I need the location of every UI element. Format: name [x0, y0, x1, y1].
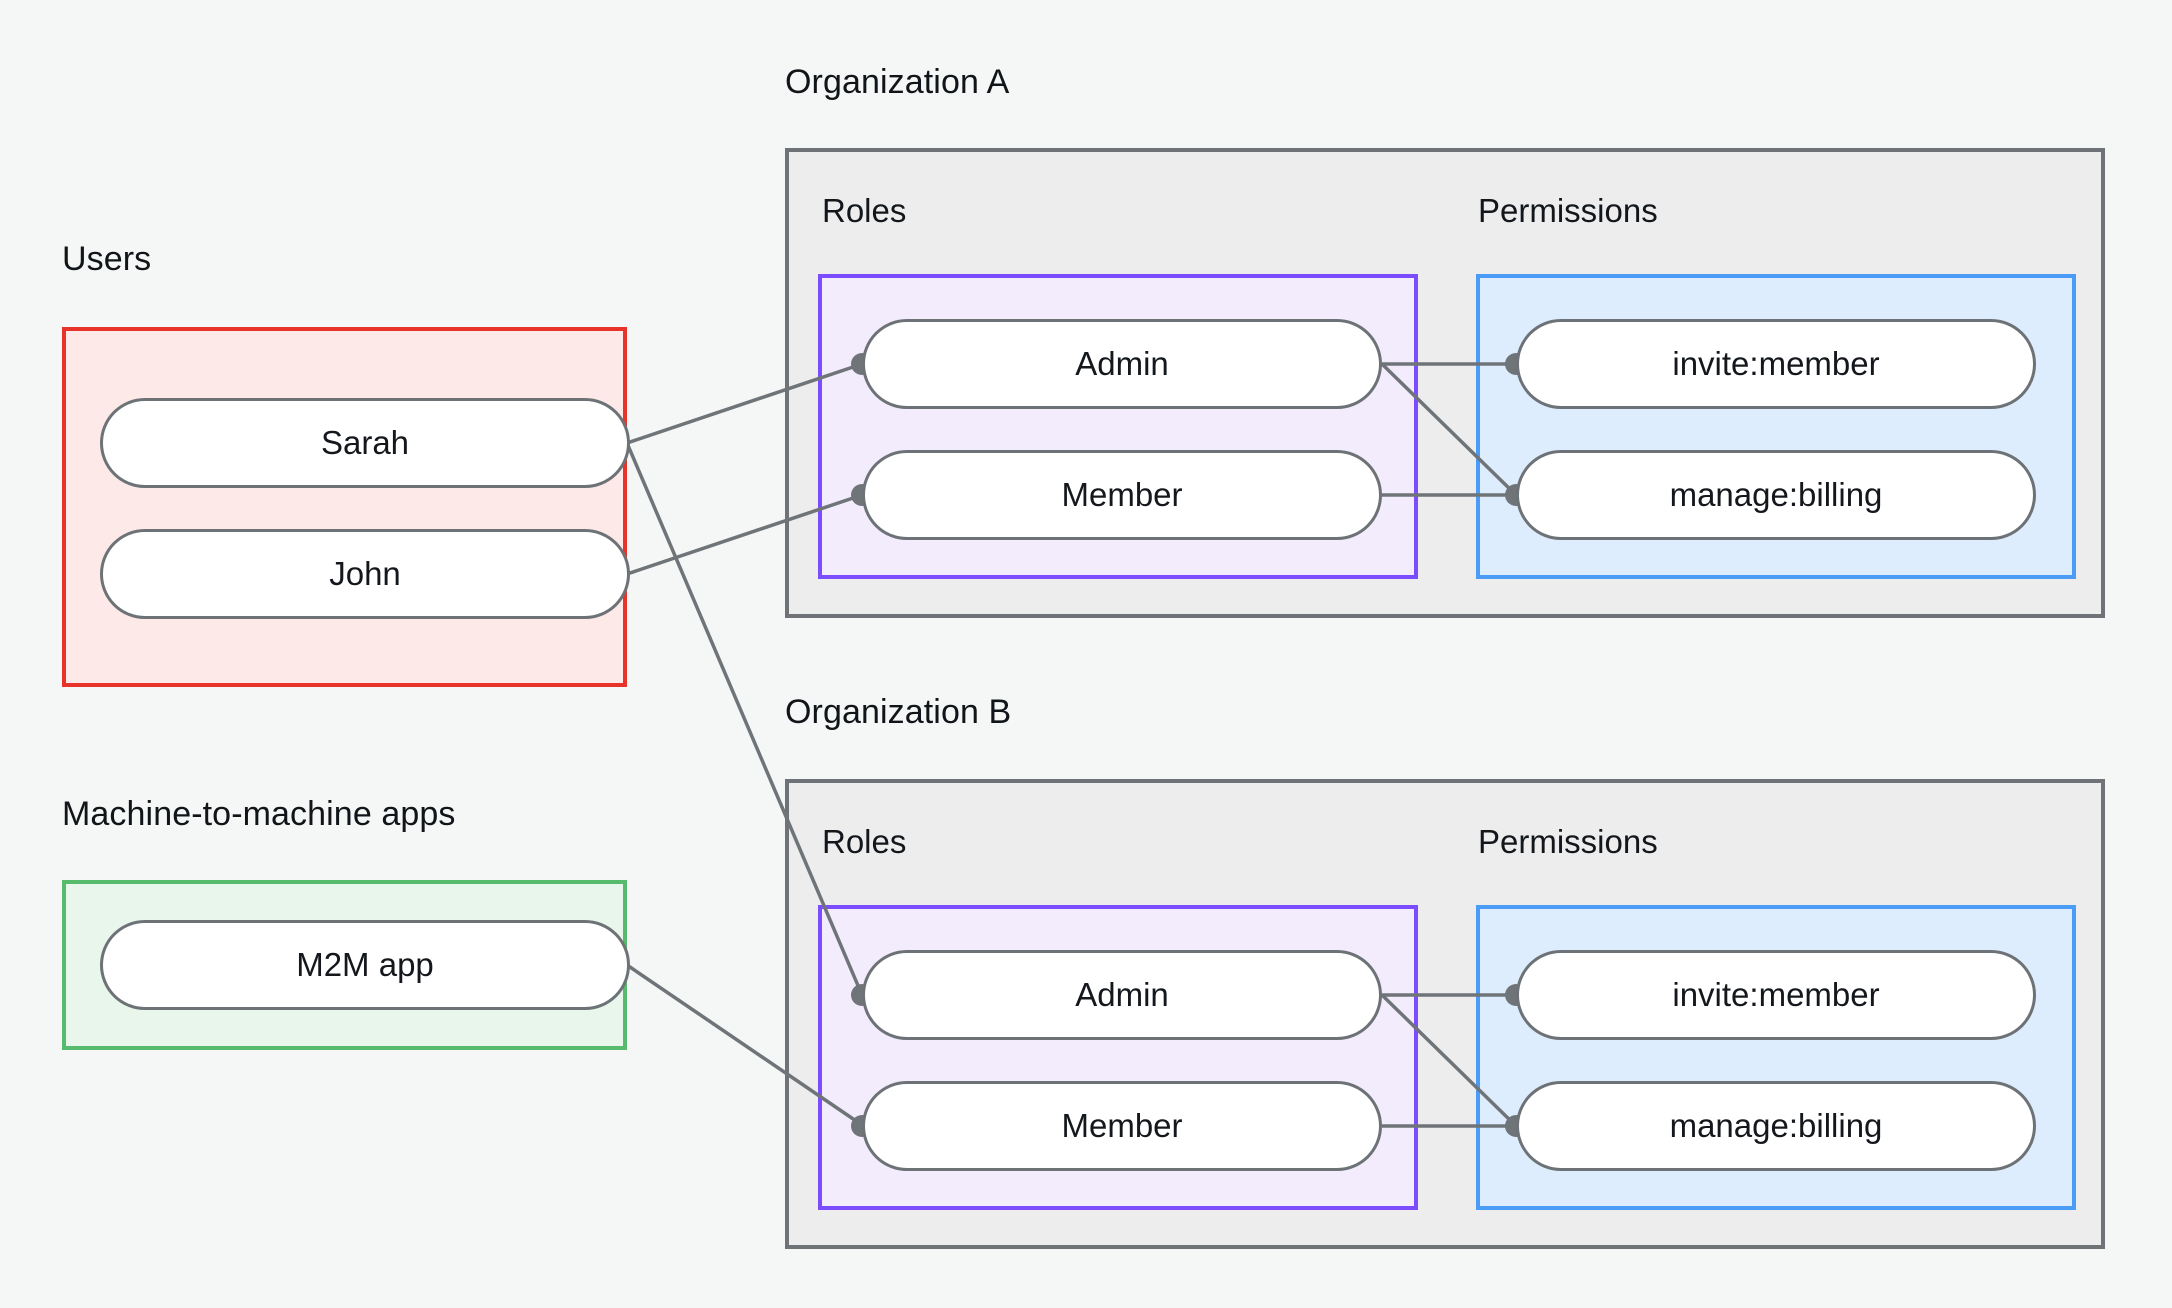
- node-org-a-perm-manage-billing[interactable]: manage:billing: [1516, 450, 2036, 540]
- node-m2m-app[interactable]: M2M app: [100, 920, 630, 1010]
- node-label: John: [329, 555, 401, 592]
- node-label: Member: [1061, 476, 1183, 513]
- node-org-b-perm-invite-member[interactable]: invite:member: [1516, 950, 2036, 1040]
- node-label: M2M app: [296, 946, 434, 983]
- node-label: Admin: [1075, 345, 1169, 382]
- users-group: [62, 327, 627, 687]
- node-label: Member: [1061, 1107, 1183, 1144]
- org-a-title: Organization A: [785, 63, 1010, 101]
- node-org-b-perm-manage-billing[interactable]: manage:billing: [1516, 1081, 2036, 1171]
- org-a-permissions-title: Permissions: [1478, 192, 1658, 229]
- node-label: manage:billing: [1669, 1107, 1883, 1144]
- org-b-roles-title: Roles: [822, 823, 907, 860]
- node-john[interactable]: John: [100, 529, 630, 619]
- node-org-b-role-member[interactable]: Member: [862, 1081, 1382, 1171]
- node-org-b-role-admin[interactable]: Admin: [862, 950, 1382, 1040]
- node-label: invite:member: [1672, 976, 1880, 1013]
- node-label: manage:billing: [1669, 476, 1883, 513]
- node-org-a-role-member[interactable]: Member: [862, 450, 1382, 540]
- m2m-group-title: Machine-to-machine apps: [62, 795, 456, 833]
- node-org-a-role-admin[interactable]: Admin: [862, 319, 1382, 409]
- org-b-permissions-title: Permissions: [1478, 823, 1658, 860]
- node-label: invite:member: [1672, 345, 1880, 382]
- node-label: Sarah: [320, 424, 410, 461]
- node-org-a-perm-invite-member[interactable]: invite:member: [1516, 319, 2036, 409]
- org-a-roles-title: Roles: [822, 192, 907, 229]
- node-label: Admin: [1075, 976, 1169, 1013]
- users-group-title: Users: [62, 240, 152, 278]
- org-b-title: Organization B: [785, 693, 1012, 731]
- node-sarah[interactable]: Sarah: [100, 398, 630, 488]
